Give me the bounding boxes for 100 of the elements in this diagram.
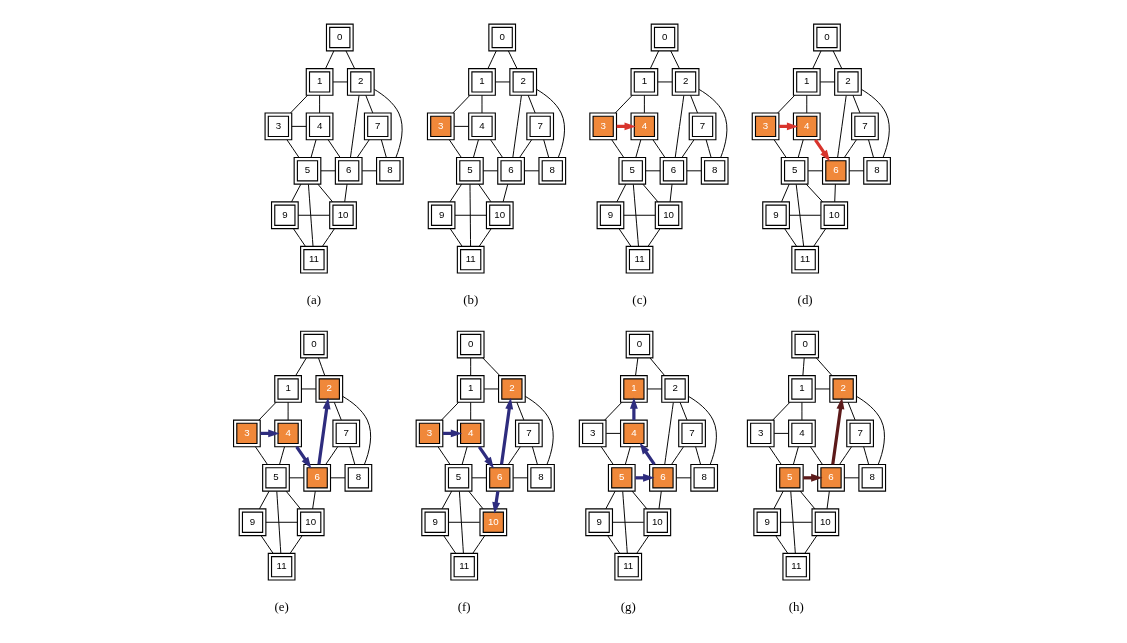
connector [329, 477, 345, 479]
connector [694, 446, 701, 465]
connector [307, 184, 313, 247]
connector [458, 491, 464, 554]
connector [847, 401, 856, 421]
connector [656, 81, 673, 83]
connector [705, 139, 712, 158]
connector [440, 401, 459, 421]
connector [449, 183, 462, 203]
label: (d) [797, 292, 813, 308]
connector [469, 357, 471, 376]
connector [773, 139, 787, 158]
connector [795, 184, 804, 247]
connector [615, 183, 626, 203]
connector [646, 388, 662, 390]
connector [364, 94, 373, 114]
connector [300, 388, 316, 390]
connector [698, 88, 727, 158]
connector [348, 446, 355, 465]
connector [800, 401, 802, 421]
label: (g) [620, 599, 636, 615]
connector [327, 139, 341, 158]
connector [772, 490, 784, 510]
connector [449, 228, 463, 247]
connector [437, 446, 450, 465]
connector [472, 139, 479, 158]
connector [814, 388, 830, 390]
connector [292, 228, 306, 247]
connector [621, 491, 628, 554]
connector [515, 401, 524, 421]
connector [478, 228, 492, 247]
connector [805, 183, 823, 203]
connector [658, 490, 662, 510]
connector [341, 395, 371, 465]
label: (e) [273, 599, 289, 615]
connector [287, 401, 289, 421]
label: (c) [631, 292, 647, 308]
connector [788, 214, 821, 216]
connector [471, 535, 485, 554]
connector [649, 50, 659, 69]
connector [797, 139, 804, 158]
connector [774, 535, 788, 554]
connector [614, 94, 633, 114]
connector [843, 139, 857, 158]
connector [768, 446, 782, 465]
connector [278, 446, 285, 465]
connector [441, 490, 452, 510]
connector [324, 446, 338, 465]
connector [343, 183, 347, 203]
connector [254, 446, 268, 465]
connector [275, 491, 281, 554]
connector [815, 357, 832, 376]
connector [843, 477, 859, 479]
connector [611, 521, 644, 523]
arrow [830, 397, 844, 465]
connector [264, 521, 298, 523]
connector [604, 490, 616, 510]
label: (b) [462, 292, 478, 308]
connector [318, 94, 320, 114]
connector [361, 170, 377, 172]
connector [826, 490, 830, 510]
arrow [316, 397, 331, 465]
connector [542, 139, 549, 158]
connector [320, 170, 336, 172]
connector [600, 446, 614, 465]
connector [531, 446, 538, 465]
connector [848, 170, 864, 172]
connector [453, 125, 469, 127]
connector [321, 228, 335, 247]
connector [674, 95, 684, 158]
connector [317, 357, 325, 376]
connector [812, 228, 826, 247]
connector [809, 446, 823, 465]
arrow [629, 397, 638, 420]
connector [862, 446, 869, 465]
connector [471, 477, 487, 479]
connector [663, 402, 674, 465]
connector [606, 535, 620, 554]
connector [494, 81, 510, 83]
connector [469, 401, 471, 421]
connector [286, 139, 299, 158]
label: (f) [457, 599, 471, 615]
connector [801, 357, 805, 376]
connector [618, 228, 631, 247]
label: (a) [306, 292, 321, 308]
connector [290, 183, 301, 203]
connector [311, 490, 316, 510]
connector [783, 228, 797, 247]
connector [792, 446, 799, 465]
connector [807, 170, 823, 172]
connector [316, 183, 333, 203]
connector [838, 446, 852, 465]
connector [832, 50, 842, 69]
connector [687, 395, 717, 465]
label: (h) [788, 599, 804, 615]
connector [260, 535, 273, 554]
connector [332, 81, 348, 83]
connector [373, 88, 403, 158]
connector [469, 184, 471, 247]
connector [507, 50, 517, 69]
